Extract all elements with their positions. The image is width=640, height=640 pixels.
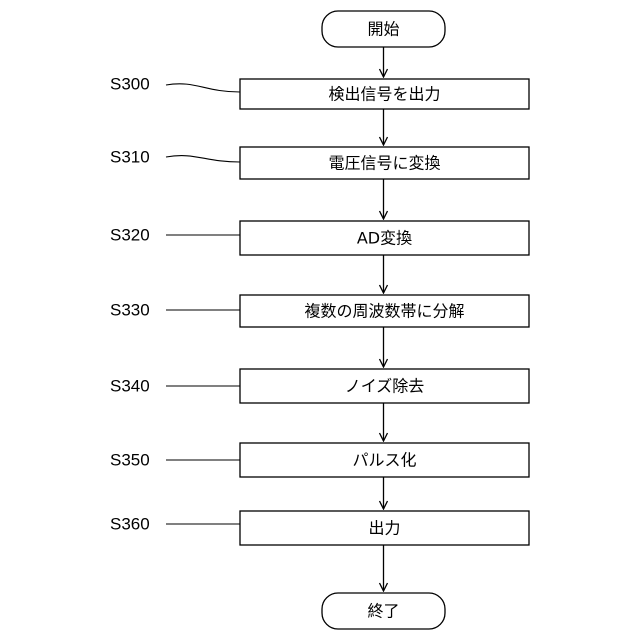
step-s360: 出力 S360 — [110, 511, 529, 545]
step-s330-id: S330 — [110, 301, 150, 320]
step-s320-id: S320 — [110, 226, 150, 245]
step-s350-text: パルス化 — [352, 451, 416, 470]
step-s340-id: S340 — [110, 377, 150, 396]
step-s300-id: S300 — [110, 75, 150, 94]
step-s310-text: 電圧信号に変換 — [328, 154, 440, 173]
step-s300: 検出信号を出力 S300 — [110, 75, 529, 110]
step-s310-leader — [166, 156, 240, 162]
step-s320: AD変換 S320 — [110, 221, 529, 255]
step-s360-id: S360 — [110, 515, 150, 534]
step-s340: ノイズ除去 S340 — [110, 369, 529, 403]
step-s360-text: 出力 — [368, 519, 400, 538]
step-s350-id: S350 — [110, 451, 150, 470]
step-s310-id: S310 — [110, 148, 150, 167]
step-s300-text: 検出信号を出力 — [328, 85, 440, 104]
end-terminator: 終了 — [322, 593, 445, 629]
step-s330-text: 複数の周波数帯に分解 — [304, 302, 464, 321]
start-label: 開始 — [367, 20, 399, 39]
step-s300-leader — [166, 84, 240, 92]
step-s310: 電圧信号に変換 S310 — [110, 147, 529, 179]
step-s330: 複数の周波数帯に分解 S330 — [110, 295, 529, 327]
step-s320-text: AD変換 — [357, 229, 412, 248]
end-label: 終了 — [367, 602, 399, 621]
step-s350: パルス化 S350 — [110, 443, 529, 477]
start-terminator: 開始 — [322, 11, 445, 47]
step-s340-text: ノイズ除去 — [345, 377, 425, 396]
